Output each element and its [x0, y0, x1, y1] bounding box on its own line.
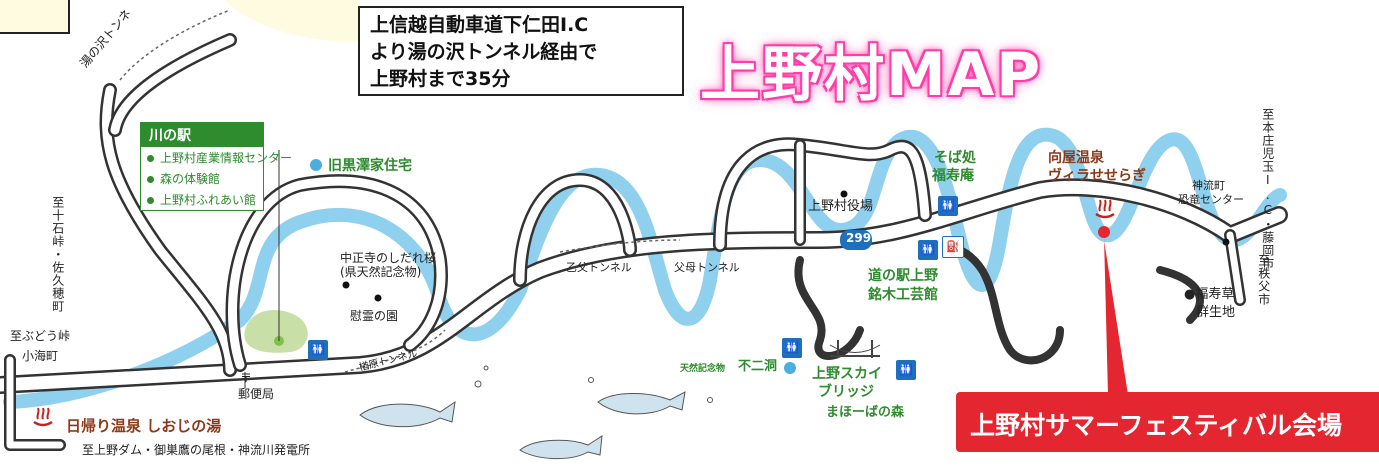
post-office-icon: 〒	[240, 371, 253, 385]
skybridge-label-2: ブリッジ	[818, 384, 874, 400]
fukujuso-label-2: 群生地	[1196, 305, 1236, 320]
park-area	[244, 310, 308, 353]
legend-tab	[0, 0, 70, 34]
onsen-icon	[33, 407, 53, 427]
bubble	[588, 377, 594, 383]
station-item-label: 上野村ふれあい館	[160, 193, 257, 207]
skybridge-label-1: 上野スカイ	[812, 366, 882, 382]
bridge-icon	[829, 340, 881, 358]
station-item: 上野村ふれあい館	[141, 189, 263, 210]
chushoji-sub-label: (県天然記念物)	[340, 265, 422, 279]
winding-road	[794, 256, 864, 360]
fujido-prefix-label: 天然記念物	[680, 364, 726, 374]
yakuba-label: 上野村役場	[808, 199, 874, 214]
narahara-tunnel-line	[344, 329, 446, 373]
soba-label-2: 福寿庵	[932, 168, 974, 184]
fukujuso-label-1: ●福寿草	[1184, 287, 1235, 302]
kyu-kurosawa-label: 旧黒澤家住宅	[328, 158, 412, 174]
gas-station-icon: ⛽	[942, 236, 964, 258]
access-line-3: 上野村まで35分	[370, 68, 511, 90]
pass-area	[225, 0, 360, 42]
route-299	[0, 33, 1288, 451]
festival-pointer	[1104, 236, 1128, 395]
michinoeki-label-1: 道の駅上野	[868, 268, 938, 284]
access-info-box: 上信越自動車道下仁田I.C より湯の沢トンネル経由で 上野村まで35分	[358, 6, 684, 96]
fish-icon	[359, 391, 686, 460]
chushoji-label: 中正寺のしだれ桜	[340, 251, 437, 265]
kyu-kurosawa-dot	[310, 159, 322, 171]
michinoeki-label-2: 銘木工芸館	[868, 287, 938, 303]
yakuba-dot	[840, 190, 848, 198]
shiojinoyu-label: 日帰り温泉 しおじの湯	[66, 417, 222, 435]
winding-road-far-east	[1156, 266, 1204, 324]
mukaiya-label-1: 向屋温泉	[1048, 150, 1104, 166]
restroom-icon: 🚻	[918, 240, 938, 260]
yunosawa-tunnel-line	[119, 9, 231, 81]
soba-label-1: そば処	[934, 150, 976, 166]
festival-marker	[1098, 226, 1110, 238]
bubble	[474, 380, 482, 388]
mukaiya-label-2: ヴィラせせらぎ	[1048, 168, 1146, 184]
mahoba-label: まほーばの森	[826, 405, 905, 420]
chushoji-dot	[342, 281, 350, 289]
kawa-no-eki-heading: 川の駅	[141, 123, 263, 147]
bullet-icon	[147, 197, 154, 204]
station-item: 森の体験館	[141, 168, 263, 189]
kawa-no-eki-box: 川の駅 上野村産業情報センター 森の体験館 上野村ふれあい館	[140, 122, 292, 211]
to-chichibu-label: 至秩父市	[1256, 254, 1271, 306]
post-label: 郵便局	[238, 387, 275, 401]
dam-label: 至上野ダム・御巣鷹の尾根・神流川発電所	[82, 443, 311, 457]
kannagawa-dot	[1222, 238, 1230, 246]
bullet-icon	[147, 176, 154, 183]
kannagawa-label-2: 恐竜センター	[1178, 193, 1244, 206]
irei-label: 慰霊の園	[350, 309, 399, 323]
to-honjo-label: 至本庄児玉I.C・藤岡市	[1260, 108, 1275, 270]
winding-road-east	[956, 246, 1064, 365]
to-jujikoku-label: 至十石峠・佐久穂町	[50, 196, 65, 313]
station-item-label: 森の体験館	[160, 172, 221, 186]
station-item-label: 上野村産業情報センター	[160, 151, 293, 165]
restroom-icon: 🚻	[938, 196, 958, 216]
access-line-2: より湯の沢トンネル経由で	[370, 41, 598, 63]
restroom-icon: 🚻	[896, 360, 916, 380]
route-299-shield	[840, 230, 872, 250]
bubble	[483, 365, 489, 371]
irei-dot	[374, 294, 382, 302]
chichibu-tunnel-label: 父母トンネル	[674, 261, 740, 274]
route-number: 299	[846, 231, 872, 245]
kannagawa-label-1: 神流町	[1192, 179, 1225, 192]
bubble	[707, 397, 713, 403]
bullet-icon	[147, 155, 154, 162]
access-line-1: 上信越自動車道下仁田I.C	[370, 14, 589, 36]
otsuchichi-tunnel-line	[559, 239, 681, 253]
otsuchichi-tunnel-label: 乙父トンネル	[566, 261, 632, 274]
festival-venue-banner: 上野村サマーフェスティバル会場	[956, 392, 1379, 452]
map-title: 上野村MAP	[700, 40, 1043, 110]
restroom-icon: 🚻	[782, 338, 802, 358]
onsen-icon	[1095, 199, 1115, 219]
station-item: 上野村産業情報センター	[141, 147, 292, 168]
fujido-label: 不二洞	[738, 359, 778, 374]
budo-label-1: 至ぶどう峠	[10, 329, 71, 343]
fujido-dot	[784, 362, 796, 374]
restroom-icon: 🚻	[308, 340, 328, 360]
budo-label-2: 小海町	[22, 349, 59, 363]
